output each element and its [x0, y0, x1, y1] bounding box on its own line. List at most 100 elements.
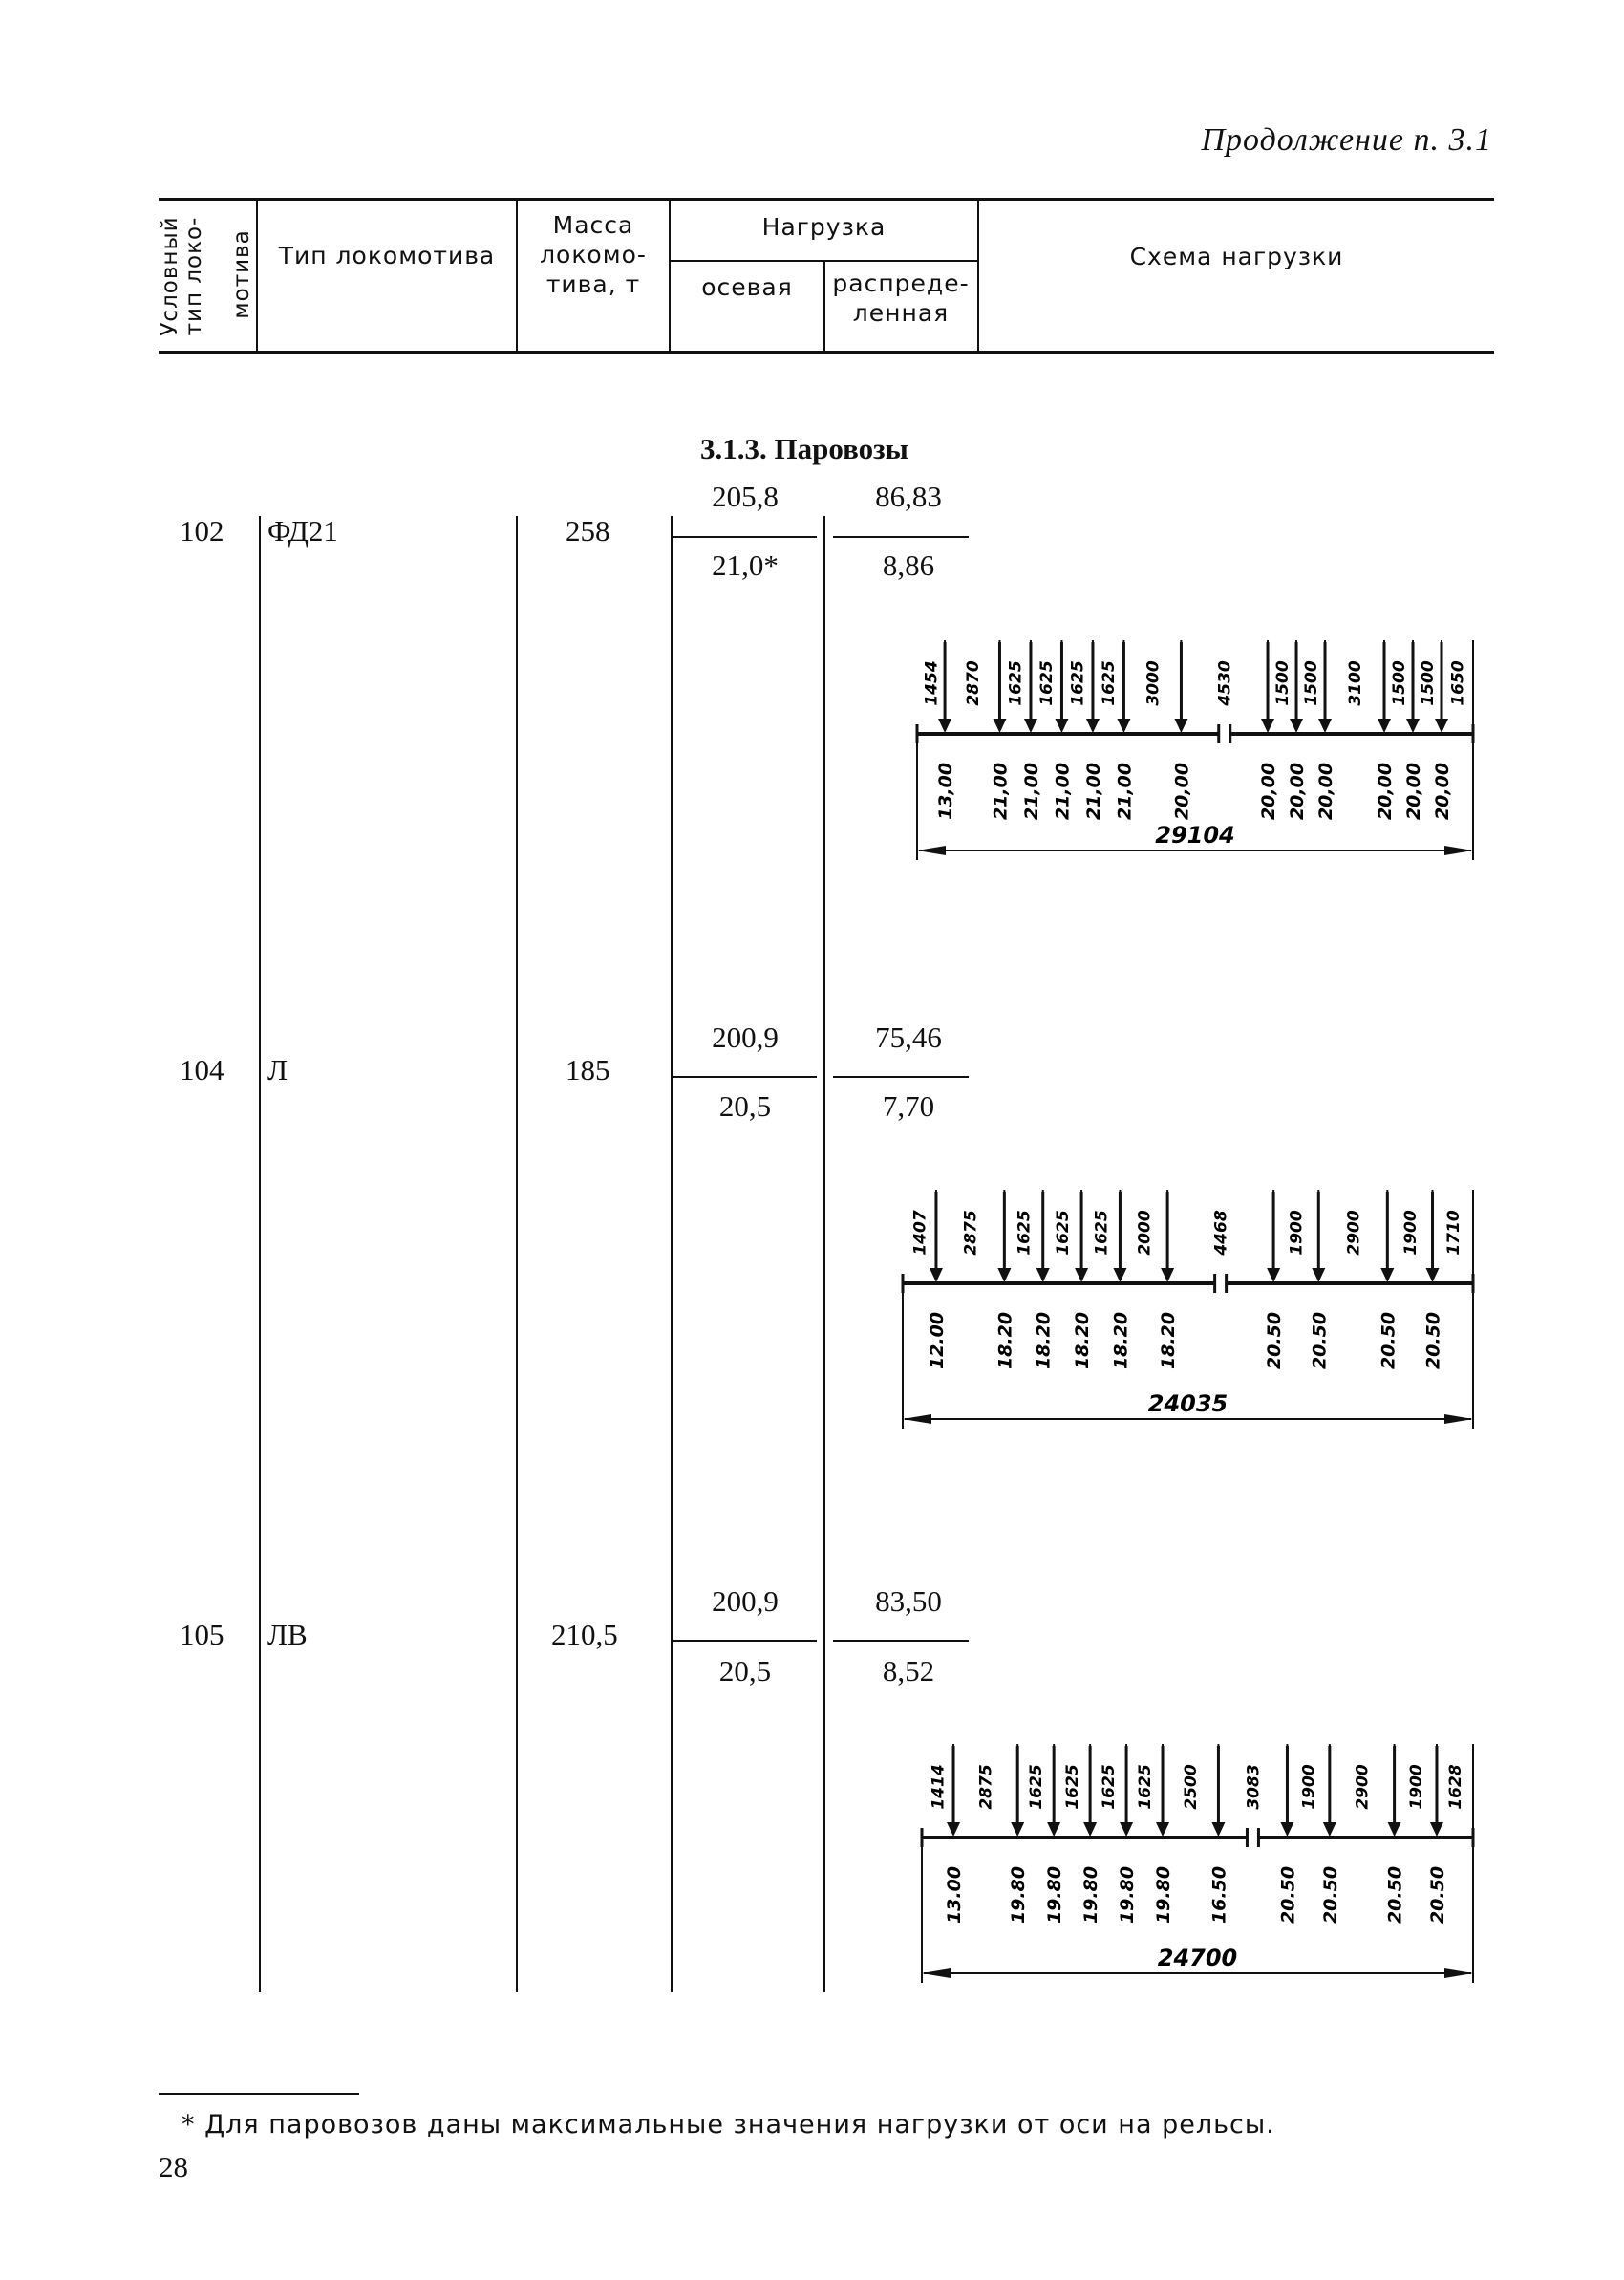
- scheme-load-label: 21,00: [1083, 763, 1104, 820]
- scheme-arrow-head: [1406, 719, 1421, 733]
- scheme-arrow-head: [1085, 719, 1100, 733]
- scheme-arrow-head: [993, 719, 1007, 733]
- header-type-code: Условный тип локо-: [158, 204, 208, 348]
- scheme-arrow-head: [1036, 1268, 1050, 1282]
- page-number: 28: [159, 2150, 188, 2183]
- scheme-load-label: 20,00: [1432, 763, 1453, 820]
- scheme-spacing-label: 1900: [1288, 1210, 1307, 1255]
- row-105-mass: 210,5: [551, 1618, 618, 1651]
- scheme-load-label: 20,00: [1315, 763, 1336, 820]
- scheme-spacing-label: 1625: [1136, 1764, 1155, 1809]
- header-type-code-line2: тип локо-: [182, 216, 206, 336]
- row-105-code: 105: [180, 1618, 224, 1651]
- header-load: Нагрузка: [761, 213, 887, 241]
- scheme-arrow-head: [1161, 1268, 1175, 1282]
- scheme-spacing-label: 1710: [1444, 1210, 1464, 1255]
- scheme-spacing-label: 4468: [1212, 1210, 1231, 1256]
- scheme-arrow-head: [1120, 1822, 1134, 1837]
- header-mass: Масса локомо- тива, т: [518, 210, 669, 299]
- row-104-dist-bottom: 7,70: [882, 1089, 935, 1123]
- scheme-spacing-label: 1650: [1449, 660, 1468, 705]
- scheme-dim-arrow-left: [917, 846, 946, 855]
- scheme-load-label: 20.50: [1309, 1312, 1330, 1369]
- scheme-spacing-label: 1500: [1302, 660, 1321, 705]
- scheme-spacing-label: 2875: [977, 1764, 996, 1809]
- scheme-load-label: 18.20: [1034, 1312, 1055, 1369]
- scheme-spacing-label: 3083: [1244, 1764, 1263, 1809]
- scheme-load-label: 18.20: [1072, 1312, 1093, 1369]
- row-104-mass: 185: [566, 1053, 610, 1086]
- header-mass-line2: локомо-: [540, 241, 647, 269]
- row-104-dist-top: 75,46: [875, 1021, 942, 1054]
- header-distributed: распреде- ленная: [825, 269, 976, 328]
- scheme-spacing-label: 1500: [1419, 660, 1438, 705]
- continuation-label: Продолжение п. 3.1: [1201, 122, 1492, 158]
- row-102-type: ФД21: [267, 514, 338, 548]
- scheme-load-label: 20,00: [1287, 763, 1308, 820]
- row-104-dist-line: [833, 1076, 969, 1078]
- body-divider-2: [516, 516, 518, 1992]
- section-title: 3.1.3. Паровозы: [700, 432, 908, 465]
- scheme-dim-arrow-right: [1444, 1968, 1473, 1978]
- scheme-load-label: 20.50: [1378, 1312, 1399, 1369]
- row-105-axial-top: 200,9: [712, 1584, 779, 1618]
- scheme-spacing-label: 1900: [1300, 1764, 1319, 1809]
- row-105-axial-line: [673, 1640, 817, 1642]
- scheme-arrow-head: [1318, 719, 1333, 733]
- row-102-mass: 258: [566, 514, 610, 548]
- scheme-spacing-label: 4530: [1216, 660, 1235, 706]
- scheme-arrow-head: [1378, 719, 1392, 733]
- row-105-dist-bottom: 8,52: [882, 1654, 935, 1688]
- scheme-dim-arrow-left: [903, 1414, 931, 1424]
- row-102-code: 102: [180, 514, 224, 548]
- row-102-axial-bottom: 21,0*: [712, 548, 779, 582]
- scheme-spacing-label: 1625: [1054, 1210, 1073, 1255]
- scheme-arrow-head: [1380, 1268, 1395, 1282]
- scheme-arrow-head: [1113, 1268, 1127, 1282]
- body-divider-3: [671, 516, 673, 1992]
- scheme-load-label: 20.50: [1277, 1866, 1298, 1924]
- scheme-spacing-label: 1500: [1390, 660, 1409, 705]
- scheme-total-length: 29104: [1155, 822, 1235, 849]
- scheme-spacing-label: 1625: [1015, 1210, 1035, 1255]
- scheme-spacing-label: 3100: [1346, 660, 1365, 705]
- scheme-spacing-label: 1454: [923, 660, 942, 705]
- scheme-arrow-head: [1023, 719, 1037, 733]
- scheme-spacing-label: 1407: [910, 1210, 930, 1255]
- scheme-load-label: 20,00: [1258, 763, 1279, 820]
- scheme-load-label: 19.80: [1117, 1866, 1138, 1924]
- header-type-code-line1: Условный: [158, 216, 182, 336]
- scheme-arrow-head: [1174, 719, 1188, 733]
- scheme-load-label: 19.80: [1080, 1866, 1101, 1924]
- row-102-dist-bottom: 8,86: [882, 548, 935, 582]
- scheme-arrow-head: [1387, 1822, 1401, 1837]
- header-loco-type: Тип локомотива: [278, 242, 496, 269]
- scheme-spacing-label: 1900: [1401, 1210, 1421, 1255]
- scheme-arrow-head: [938, 719, 952, 733]
- scheme-load-label: 18.20: [1158, 1312, 1179, 1369]
- header-distributed-line1: распреде-: [832, 269, 970, 297]
- row-102-dist-line: [833, 536, 969, 538]
- scheme-spacing-label: 1625: [1037, 660, 1057, 705]
- scheme-arrow-head: [1435, 719, 1449, 733]
- row-102-axial-top: 205,8: [712, 480, 779, 513]
- scheme-arrow-head: [1267, 1268, 1281, 1282]
- scheme-spacing-label: 2900: [1344, 1210, 1363, 1255]
- scheme-spacing-label: 2870: [964, 660, 983, 705]
- scheme-load-label: 20.50: [1423, 1312, 1444, 1369]
- scheme-arrow-head: [1011, 1822, 1025, 1837]
- scheme-arrow-head: [1055, 719, 1069, 733]
- scheme-load-label: 19.80: [1153, 1866, 1174, 1924]
- scheme-load-label: 19.80: [1044, 1866, 1065, 1924]
- load-subheader-rule: [669, 260, 977, 262]
- header-divider-1: [256, 198, 258, 353]
- header-divider-3: [669, 198, 671, 353]
- header-distributed-line2: ленная: [852, 299, 950, 327]
- scheme-load-label: 21,00: [1114, 763, 1135, 820]
- scheme-load-label: 20,00: [1171, 763, 1192, 820]
- row-104-axial-top: 200,9: [712, 1021, 779, 1054]
- scheme-load-label: 20.50: [1264, 1312, 1285, 1369]
- scheme-spacing-label: 2875: [962, 1210, 981, 1255]
